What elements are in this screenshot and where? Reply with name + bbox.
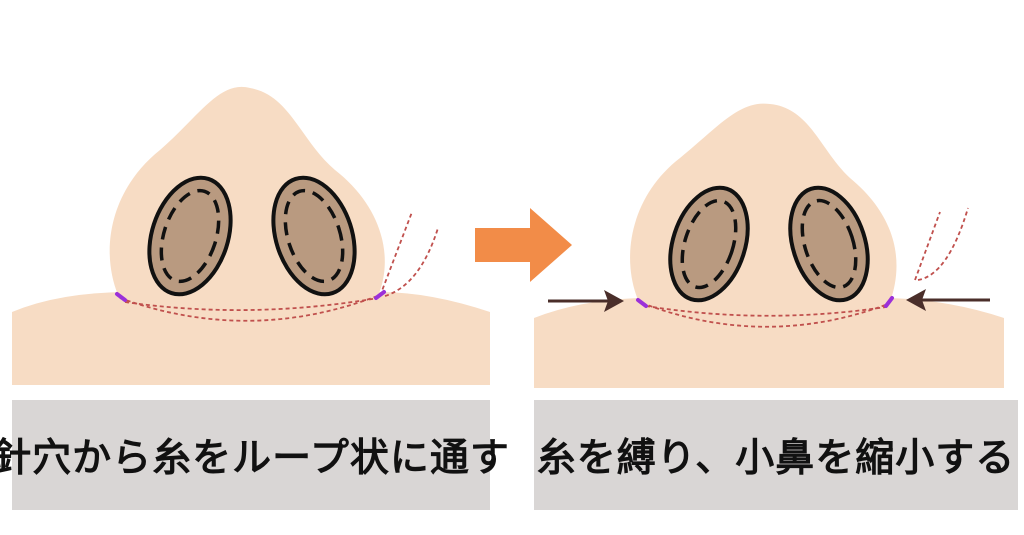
step1-panel: 針穴から糸をループ状に通す	[0, 0, 509, 535]
nose-before-illustration	[12, 86, 490, 385]
suture-loop	[641, 207, 969, 328]
right-nostril	[271, 175, 357, 297]
step1-caption-box: 針穴から糸をループ状に通す	[0, 400, 509, 510]
nose-after-illustration	[534, 103, 1004, 388]
right-arrow-icon	[475, 208, 572, 282]
upper-lip-skin	[534, 298, 1004, 388]
step2-caption-box: 糸を縛り、小鼻を縮小する	[534, 400, 1018, 510]
step1-caption: 針穴から糸をループ状に通す	[0, 436, 510, 481]
inward-arrow-icon	[548, 290, 624, 312]
right-nostril	[788, 185, 870, 303]
upper-lip-skin	[12, 292, 490, 385]
step2-panel: 糸を縛り、小鼻を縮小する	[520, 0, 1024, 535]
suture-loop	[119, 211, 439, 322]
needle-hole-marks	[115, 290, 386, 302]
left-nostril	[668, 185, 750, 303]
needle-hole-marks	[636, 296, 894, 308]
step2-caption: 糸を縛り、小鼻を縮小する	[536, 436, 1016, 481]
left-nostril	[147, 175, 233, 297]
inward-arrow-icon	[906, 289, 990, 311]
